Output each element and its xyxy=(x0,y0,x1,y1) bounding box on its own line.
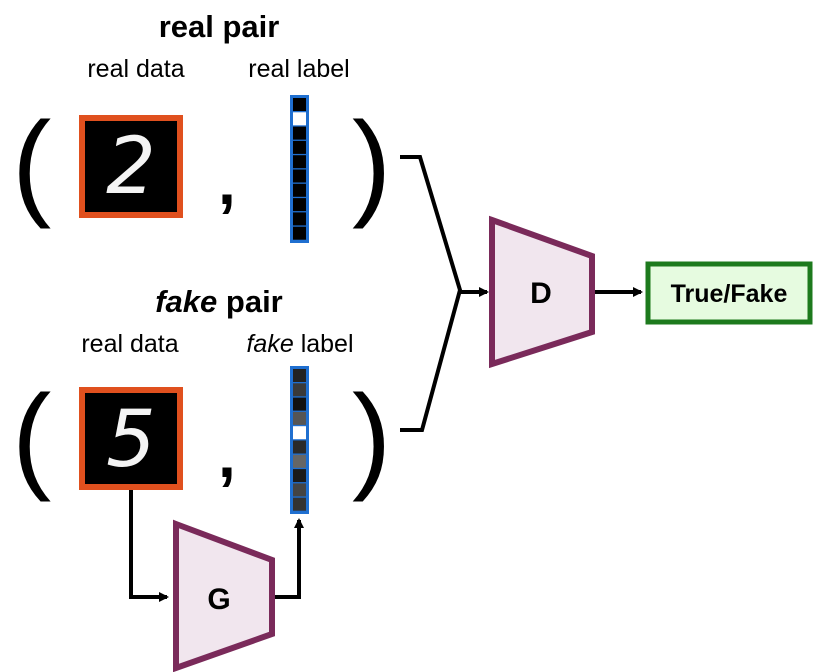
discriminator-label: D xyxy=(530,277,552,310)
data-to-g-arrow xyxy=(129,490,169,602)
real-label-vector-cell xyxy=(293,212,306,226)
fake-pair-title: fake pair xyxy=(155,284,283,319)
fake-label-vector-cell xyxy=(293,426,306,440)
generator-label: G xyxy=(207,583,230,616)
real-label-vector xyxy=(290,95,309,243)
fake-pair-digit: 5 xyxy=(106,395,156,485)
real-label-vector-cell xyxy=(293,112,306,126)
fake-label-vector-cell xyxy=(293,454,306,468)
fake-label-caption-italic: fake xyxy=(246,330,293,358)
real-label-vector-cell xyxy=(293,169,306,183)
fake-comma: , xyxy=(218,419,236,491)
discriminator-block xyxy=(489,215,595,369)
fake-pair-title-italic: fake xyxy=(155,284,217,319)
g-to-fake-label-arrow xyxy=(275,518,304,599)
fake-label-vector-cell xyxy=(293,483,306,497)
real-image: 2 xyxy=(79,115,183,218)
real-label-vector-cell xyxy=(293,198,306,212)
real-label-vector-cell xyxy=(293,126,306,140)
real-label-vector-cell xyxy=(293,226,306,240)
real-pair-title: real pair xyxy=(159,9,280,44)
fake-label-vector-cell xyxy=(293,469,306,483)
real-label-vector-cell xyxy=(293,98,306,111)
fake-label-vector xyxy=(290,366,309,514)
real-label-vector-cell xyxy=(293,183,306,197)
fake-pair-title-rest: pair xyxy=(217,284,282,319)
output-label: True/Fake xyxy=(671,280,788,308)
fake-label-vector-cell xyxy=(293,440,306,454)
real-pair-data-label: real data xyxy=(87,55,184,83)
fake-label-vector-cell xyxy=(293,411,306,425)
real-comma: , xyxy=(218,146,236,218)
real-digit: 2 xyxy=(106,122,156,212)
fake-pair-image: 5 xyxy=(79,387,183,490)
generator-block xyxy=(173,519,275,672)
fake-label-vector-cell xyxy=(293,497,306,511)
fake-open-paren: ( xyxy=(12,371,51,503)
fake-label-vector-cell xyxy=(293,383,306,397)
real-close-paren: ) xyxy=(352,98,391,230)
pairs-to-d-connector xyxy=(400,155,463,432)
fake-pair-label-caption: fake label xyxy=(246,330,353,358)
real-open-paren: ( xyxy=(12,98,51,230)
real-pair-label-caption: real label xyxy=(248,55,349,83)
fake-label-caption-rest: label xyxy=(294,330,354,358)
fake-label-vector-cell xyxy=(293,397,306,411)
fake-close-paren: ) xyxy=(352,371,391,503)
fake-pair-data-label: real data xyxy=(81,330,178,358)
real-label-vector-cell xyxy=(293,155,306,169)
output-box xyxy=(645,261,813,325)
fake-label-vector-cell xyxy=(293,369,306,382)
real-label-vector-cell xyxy=(293,140,306,154)
